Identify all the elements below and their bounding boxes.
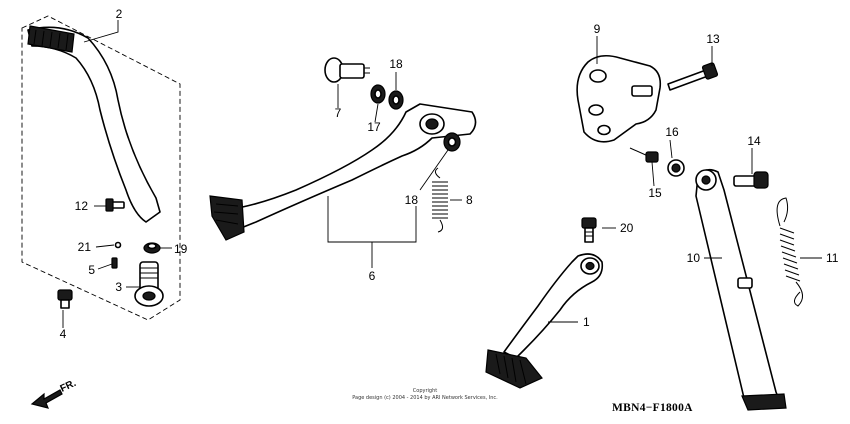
callout-13: 13 xyxy=(706,32,720,46)
brake-pedal-6[interactable] xyxy=(225,103,477,231)
callout-labels: 2 12 21 19 5 3 4 7 18 17 18 8 6 9 13 16 … xyxy=(60,7,839,341)
callout-3: 3 xyxy=(115,280,122,294)
kick-shaft-3[interactable] xyxy=(134,261,164,307)
shift-pedal-group xyxy=(485,217,616,389)
callout-2: 2 xyxy=(116,7,123,21)
callout-20: 20 xyxy=(620,221,634,235)
brake-pedal-group xyxy=(209,57,477,268)
return-spring-8[interactable] xyxy=(432,167,448,233)
gear-shift-pedal-1[interactable] xyxy=(503,253,604,359)
pivot-bolt-14[interactable] xyxy=(733,171,769,189)
nut-16[interactable] xyxy=(667,159,685,177)
pivot-bolt-7[interactable] xyxy=(324,57,370,83)
callout-21: 21 xyxy=(78,240,92,254)
bolt-15[interactable] xyxy=(629,147,659,163)
kick-arm[interactable] xyxy=(27,26,161,223)
callout-14: 14 xyxy=(747,134,761,148)
stand-bracket-9[interactable] xyxy=(576,54,662,143)
callout-15: 15 xyxy=(648,186,662,200)
callout-4: 4 xyxy=(60,327,67,341)
kickstarter-frame xyxy=(21,15,181,321)
callout-7: 7 xyxy=(335,106,342,120)
copyright-line-1: Copyright xyxy=(413,388,437,394)
callout-12: 12 xyxy=(75,199,89,213)
callout-9: 9 xyxy=(594,22,601,36)
copyright-line-2: Page design (c) 2004 - 2014 by ARI Netwo… xyxy=(352,395,498,401)
bolt-20[interactable] xyxy=(581,217,597,243)
side-stand-foot xyxy=(741,393,787,411)
callout-16: 16 xyxy=(665,125,679,139)
bracket-group xyxy=(576,36,719,187)
callout-5: 5 xyxy=(88,263,95,277)
bolt-12[interactable] xyxy=(105,198,125,212)
callout-1: 1 xyxy=(583,315,590,329)
bolt-13[interactable] xyxy=(667,62,719,91)
callout-19: 19 xyxy=(174,242,188,256)
kickstarter-group xyxy=(21,15,181,328)
stand-spring-11[interactable] xyxy=(776,197,803,307)
circlip-21[interactable] xyxy=(114,241,122,249)
side-stand-group xyxy=(695,148,822,411)
brake-pedal-tip xyxy=(209,195,245,241)
callout-18-lower: 18 xyxy=(405,193,419,207)
side-stand-10[interactable] xyxy=(695,168,781,409)
front-direction-arrow: FR. xyxy=(30,378,78,409)
bolt-4[interactable] xyxy=(57,289,73,309)
callout-6: 6 xyxy=(369,269,376,283)
spring-5[interactable] xyxy=(111,257,118,269)
callout-8: 8 xyxy=(466,193,473,207)
front-label: FR. xyxy=(59,378,78,395)
callout-11: 11 xyxy=(826,251,839,265)
callout-18-upper: 18 xyxy=(389,57,403,71)
front-arrow-icon xyxy=(30,389,63,409)
callout-10: 10 xyxy=(687,251,701,265)
callout-17: 17 xyxy=(367,120,381,134)
diagram-code: MBN4−F1800A xyxy=(612,402,693,414)
